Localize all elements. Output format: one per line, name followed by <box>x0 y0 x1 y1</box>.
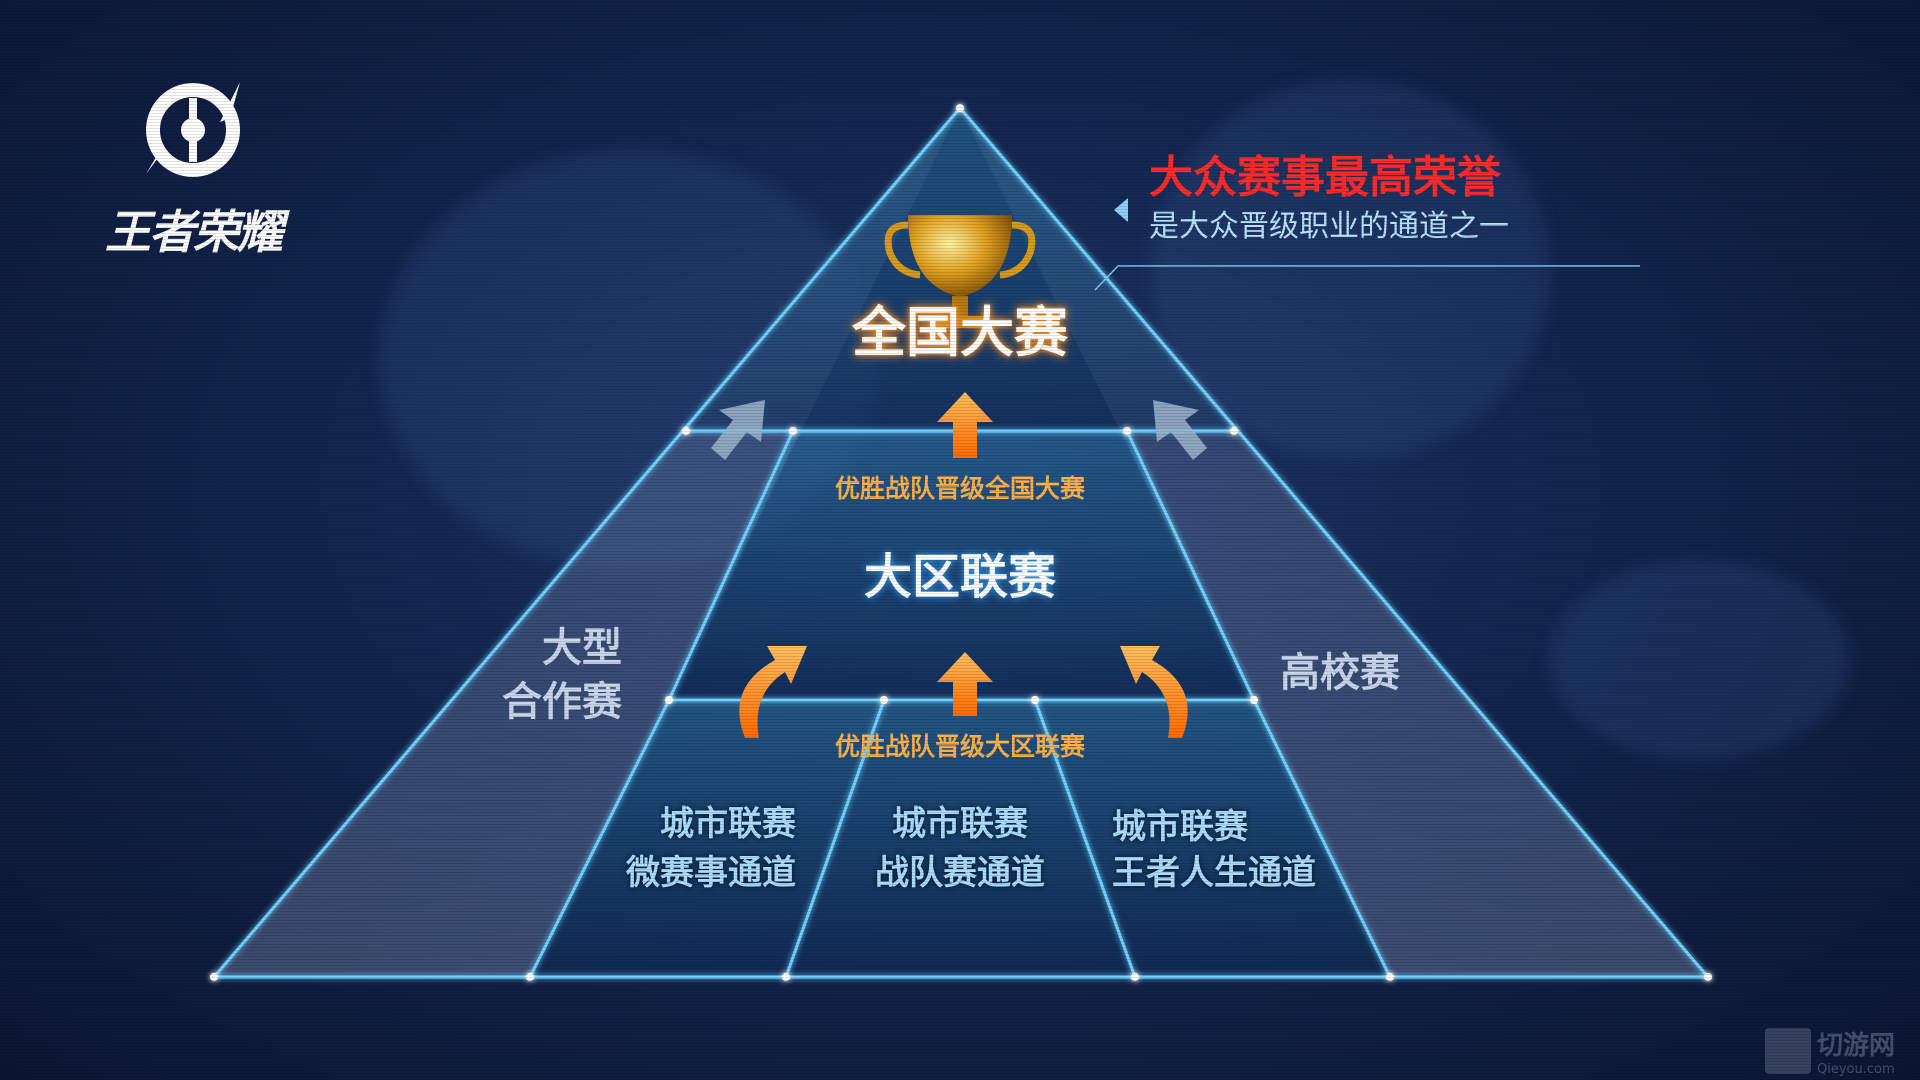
bottom-tier <box>530 700 1390 977</box>
callout-subtitle: 是大众晋级职业的通道之一 <box>1149 209 1509 244</box>
logo-emblem-icon <box>146 82 240 177</box>
logo-text: 王者荣耀 <box>105 205 283 259</box>
curved-arrow-icon <box>739 646 807 738</box>
college-label: 高校赛 <box>1280 650 1400 696</box>
gray-arrow-icon <box>1153 400 1207 460</box>
trophy-icon <box>884 215 1036 328</box>
gray-arrow-icon <box>711 400 765 460</box>
up-arrow-icon <box>937 392 993 458</box>
up-arrow-icon <box>937 652 993 716</box>
watermark-name: 切游网 <box>1817 1031 1896 1061</box>
large-cooperative-label-line2: 合作赛 <box>502 679 622 725</box>
national-tier-label: 全国大赛 <box>852 301 1068 364</box>
channel-2-line1: 城市联赛 <box>892 804 1028 844</box>
callout-pointer-icon <box>1114 198 1128 222</box>
watermark-logo-icon <box>1765 1028 1811 1074</box>
watermark-url: Qieyou.com <box>1817 1062 1895 1077</box>
channel-3-line2: 王者人生通道 <box>1112 853 1316 893</box>
middle-tier <box>669 431 1254 700</box>
curved-arrow-icon <box>1120 646 1188 738</box>
large-cooperative-label-line1: 大型 <box>542 625 622 671</box>
channel-2-line2: 战队赛通道 <box>875 853 1045 893</box>
promotion-to-regional: 优胜战队晋级大区联赛 <box>834 732 1086 761</box>
promotion-to-national: 优胜战队晋级全国大赛 <box>834 474 1086 503</box>
watermark: 切游网 Qieyou.com <box>1765 1025 1895 1077</box>
regional-tier-label: 大区联赛 <box>863 549 1057 605</box>
channel-1-line2: 微赛事通道 <box>626 853 796 893</box>
channel-1-line1: 城市联赛 <box>660 804 796 844</box>
channel-3-line1: 城市联赛 <box>1112 807 1248 847</box>
callout-title: 大众赛事最高荣誉 <box>1149 152 1501 203</box>
